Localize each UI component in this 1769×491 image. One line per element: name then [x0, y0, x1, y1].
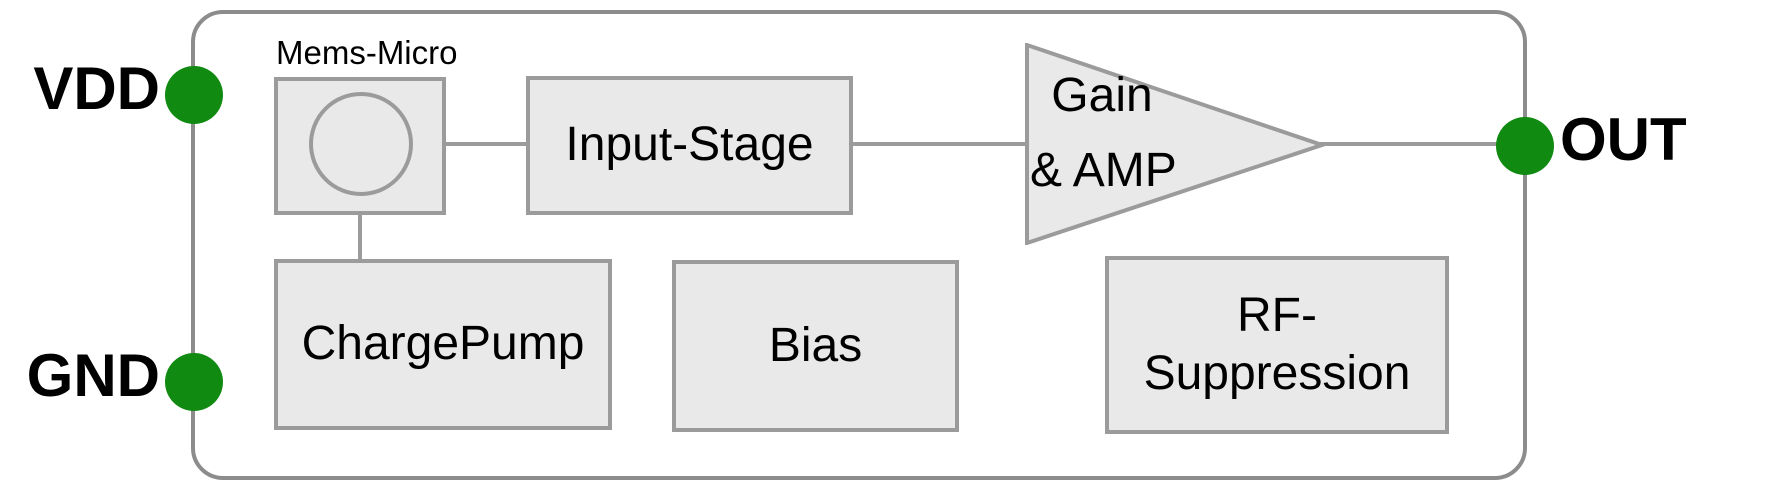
charge-pump-label: ChargePump: [301, 317, 585, 371]
out-pin-label: OUT: [1560, 106, 1687, 173]
rf-suppression-label-line1: RF-: [1237, 289, 1317, 342]
charge-pump-block: ChargePump: [274, 259, 612, 430]
out-pin-dot: [1496, 117, 1554, 175]
wire-mems-to-inputstage: [444, 142, 528, 146]
amplifier-label-line1: Gain: [1051, 69, 1153, 122]
input-stage-label: Input-Stage: [565, 118, 814, 172]
gnd-pin-label: GND: [26, 342, 160, 409]
bias-label: Bias: [768, 318, 863, 372]
wire-amp-to-out-pin: [1320, 142, 1500, 146]
vdd-pin-dot: [165, 66, 223, 124]
chip-outline: [191, 10, 1527, 480]
rf-suppression-block: RF- Suppression: [1105, 256, 1449, 434]
mems-micro-label: Mems-Micro: [276, 34, 458, 71]
mems-membrane-circle-icon: [309, 92, 413, 196]
bias-block: Bias: [672, 260, 959, 432]
input-stage-block: Input-Stage: [526, 76, 853, 215]
amplifier-label-line2: & AMP: [1030, 144, 1177, 197]
amplifier-triangle-icon: [1025, 43, 1325, 245]
wire-inputstage-to-amp: [851, 142, 1027, 146]
gnd-pin-dot: [165, 353, 223, 411]
rf-suppression-label-line2: Suppression: [1143, 347, 1411, 400]
vdd-pin-label: VDD: [33, 55, 160, 122]
wire-mems-to-chargepump: [358, 213, 362, 261]
